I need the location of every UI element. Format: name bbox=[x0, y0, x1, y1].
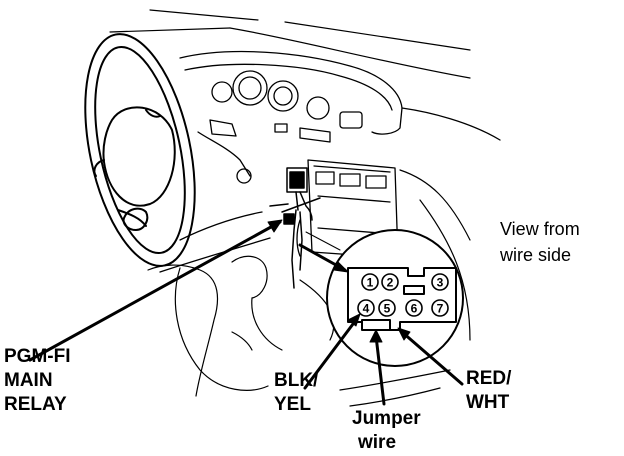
windshield-lines bbox=[109, 9, 471, 79]
pin-2-label: 2 bbox=[387, 276, 394, 290]
leader-lines bbox=[28, 219, 464, 406]
steering-wheel bbox=[84, 33, 196, 267]
pin-7: 7 bbox=[431, 299, 449, 317]
view-from-label: View from bbox=[500, 219, 580, 239]
pin-3-label: 3 bbox=[437, 276, 444, 290]
pgmfi-label-line2: MAIN bbox=[4, 370, 53, 391]
pin-4-label: 4 bbox=[363, 302, 370, 316]
pin-7-label: 7 bbox=[437, 302, 444, 316]
connector-pins: 1 2 3 4 5 6 7 bbox=[357, 273, 449, 317]
wht-label: WHT bbox=[466, 392, 510, 413]
pin-6: 6 bbox=[405, 299, 423, 317]
red-label: RED/ bbox=[466, 368, 512, 389]
pin-1: 1 bbox=[361, 273, 379, 291]
pin-3: 3 bbox=[431, 273, 449, 291]
pin-6-label: 6 bbox=[411, 302, 418, 316]
pin-2: 2 bbox=[381, 273, 399, 291]
wire-label: wire bbox=[358, 432, 397, 453]
pin-5-label: 5 bbox=[384, 302, 391, 316]
wire-side-label: wire side bbox=[500, 245, 572, 265]
pgmfi-label-line1: PGM-FI bbox=[4, 346, 71, 367]
pgmfi-main-relay bbox=[269, 167, 321, 289]
blk-label: BLK/ bbox=[274, 370, 319, 391]
magnifier-guides bbox=[305, 231, 341, 251]
pin-5: 5 bbox=[378, 299, 396, 317]
steering-column bbox=[159, 131, 271, 273]
instrument-cluster bbox=[179, 50, 501, 143]
pgmfi-label-line3: RELAY bbox=[4, 394, 67, 415]
jumper-wire-box bbox=[361, 319, 391, 331]
pin-1-label: 1 bbox=[367, 276, 374, 290]
jumper-label: Jumper bbox=[352, 408, 421, 429]
pin-4: 4 bbox=[357, 299, 375, 317]
yel-label: YEL bbox=[274, 394, 311, 415]
